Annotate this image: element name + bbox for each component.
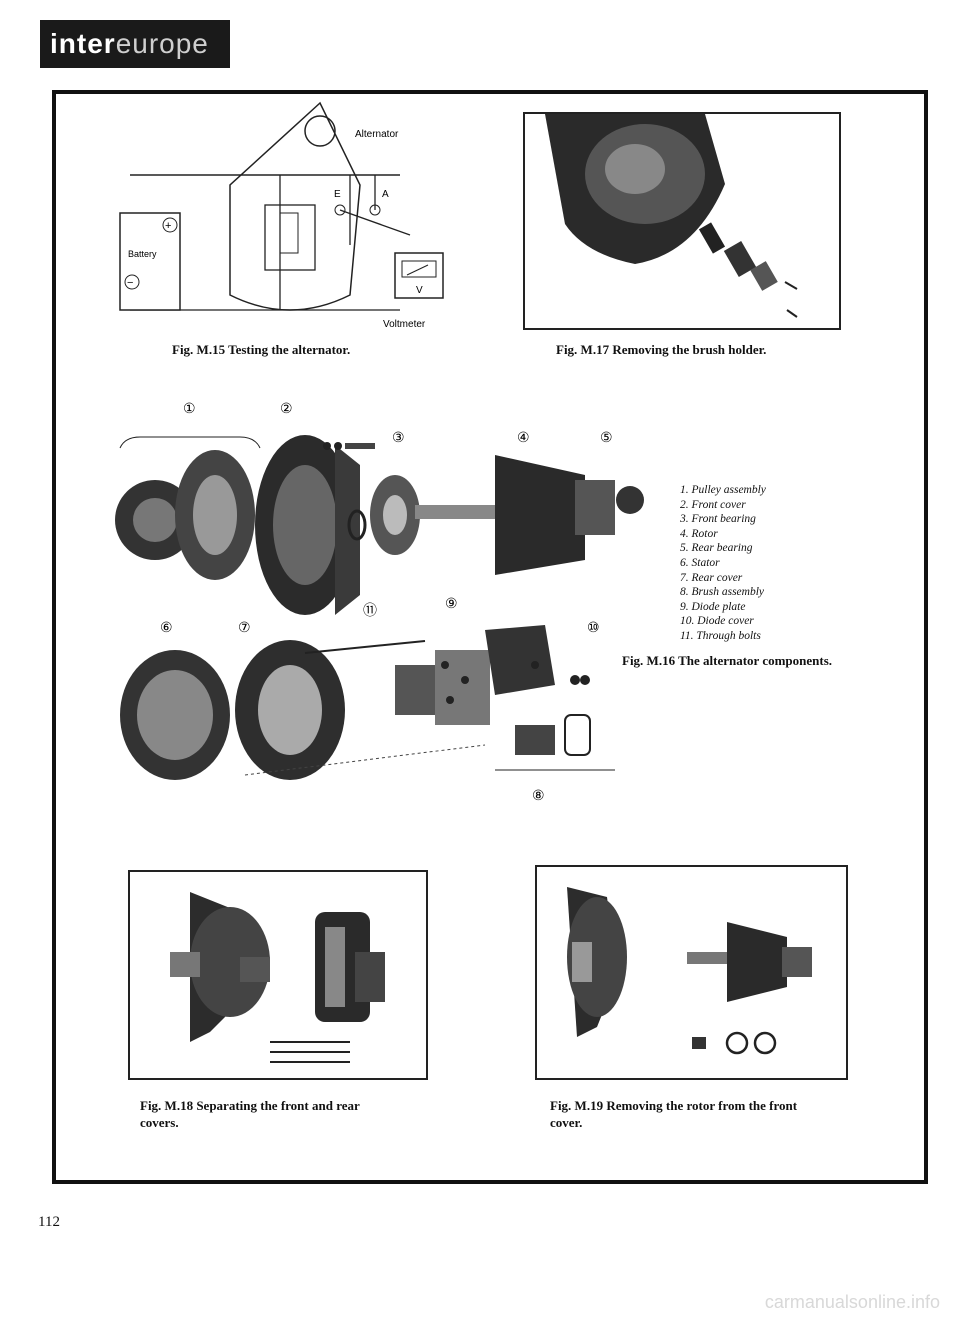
fig-m18-illustration (170, 892, 385, 1063)
label-alternator: Alternator (355, 129, 399, 140)
legend-item: 4. Rotor (680, 527, 718, 540)
callout-3: ③ (392, 429, 405, 445)
legend-item: 2. Front cover (680, 498, 746, 511)
fig-m16-legend: 1. Pulley assembly 2. Front cover 3. Fro… (680, 483, 766, 644)
fig-m19-caption: Fig. M.19 Removing the rotor from the fr… (550, 1097, 797, 1131)
callout-8: ⑧ (532, 787, 545, 803)
callout-5: ⑤ (600, 429, 613, 445)
battery-plus-sign: + (165, 220, 171, 232)
callout-2: ② (280, 400, 293, 416)
legend-item: 6. Stator (680, 556, 720, 569)
fig-m19-caption-line1: Fig. M.19 Removing the rotor from the fr… (550, 1098, 798, 1113)
fig-m18-photo-frame (128, 870, 428, 1080)
fig-m16-caption: Fig. M.16 The alternator components. (622, 653, 833, 668)
fig-m18-caption-line1: Fig. M.18 Separating the front and rear (140, 1098, 360, 1113)
callout-6: ⑥ (160, 619, 173, 635)
fig-m18-caption-line2: covers. (140, 1115, 179, 1130)
legend-item: 5. Rear bearing (680, 542, 753, 555)
fig-m18-caption: Fig. M.18 Separating the front and rear … (140, 1097, 360, 1131)
legend-item: 3. Front bearing (680, 513, 756, 526)
label-voltmeter: Voltmeter (383, 319, 426, 330)
fig-m19-illustration (567, 887, 812, 1055)
callout-7: ⑦ (238, 619, 251, 635)
battery-icon (119, 212, 181, 311)
label-battery: Battery (128, 249, 157, 259)
fig-m16-exploded-view: ① ② ③ ④ ⑤ ⑥ ⑦ ⑪ ⑨ ⑩ ⑧ (115, 400, 644, 803)
legend-item: 8. Brush assembly (680, 586, 765, 599)
page-frame (52, 90, 928, 1184)
watermark: carmanualsonline.info (764, 1292, 940, 1312)
battery-minus-sign: − (127, 277, 133, 289)
callout-4: ④ (517, 429, 530, 445)
brand-text-europe: europe (115, 28, 209, 59)
alternator-pulley-icon (304, 115, 336, 147)
callout-1: ① (183, 400, 196, 416)
legend-item: 9. Diode plate (680, 600, 746, 613)
label-terminal-a: A (382, 189, 389, 200)
legend-item: 7. Rear cover (680, 571, 743, 584)
callout-9: ⑨ (445, 595, 458, 611)
legend-item: 10. Diode cover (680, 615, 754, 628)
legend-item: 1. Pulley assembly (680, 484, 766, 496)
callout-10: ⑩ (587, 619, 600, 635)
callout-11: ⑪ (363, 602, 377, 618)
fig-m19-photo-frame (535, 865, 848, 1080)
fig-m19-caption-line2: cover. (550, 1115, 583, 1130)
page-number: 112 (38, 1214, 60, 1230)
legend-item: 11. Through bolts (680, 629, 761, 642)
label-terminal-e: E (334, 189, 341, 200)
fig-m15-caption: Fig. M.15 Testing the alternator. (172, 342, 351, 357)
fig-m17-illustration (545, 114, 798, 318)
voltmeter-v-sign: V (416, 285, 423, 296)
brand-text-inter: inter (50, 28, 116, 59)
fig-m17-caption: Fig. M.17 Removing the brush holder. (556, 342, 767, 357)
fig-m15-wiring-diagram: Alternator E A + − Battery V Voltmeter (119, 101, 444, 330)
fig-m17-photo-frame (523, 112, 841, 330)
